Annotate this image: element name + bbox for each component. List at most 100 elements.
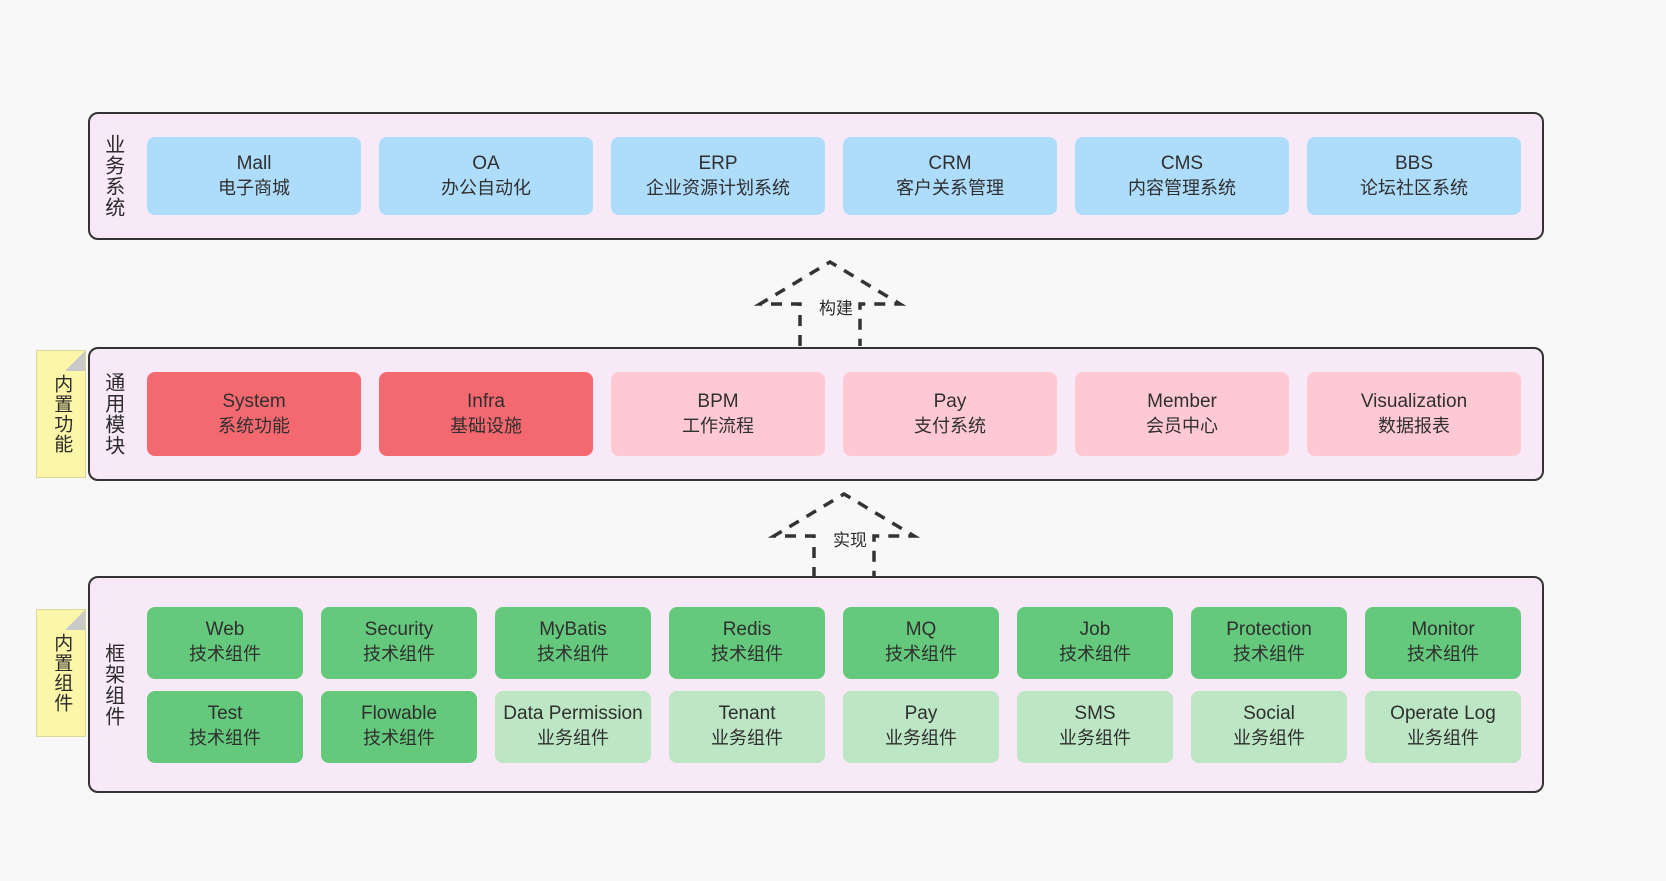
card-desc: 技术组件: [885, 644, 957, 665]
card-name: BBS: [1394, 152, 1434, 174]
card-name: Pay: [904, 703, 938, 725]
module-card-pay[interactable]: Pay 支付系统: [843, 372, 1057, 456]
framework-card-data-permission[interactable]: Data Permission 业务组件: [495, 690, 651, 763]
card-name: Social: [1243, 703, 1295, 725]
card-desc: 技术组件: [363, 728, 435, 749]
layer-business-systems: 业务系统 Mall 电子商城 OA 办公自动化 ERP 企业资源计划系统 CRM…: [88, 112, 1544, 240]
card-desc: 电子商城: [218, 177, 290, 198]
module-card-list: System 系统功能 Infra 基础设施 BPM 工作流程 Pay 支付系统…: [134, 349, 1542, 479]
module-card-bpm[interactable]: BPM 工作流程: [611, 372, 825, 456]
business-card-crm[interactable]: CRM 客户关系管理: [843, 137, 1057, 215]
business-card-erp[interactable]: ERP 企业资源计划系统: [611, 137, 825, 215]
card-desc: 工作流程: [682, 415, 754, 436]
card-name: ERP: [698, 152, 738, 174]
card-desc: 技术组件: [537, 644, 609, 665]
build-arrow-icon: [753, 259, 907, 346]
sticky-note-label: 内置功能: [51, 374, 73, 454]
framework-card-security[interactable]: Security 技术组件: [321, 606, 477, 679]
framework-card-monitor[interactable]: Monitor 技术组件: [1365, 606, 1521, 679]
framework-card-pay[interactable]: Pay 业务组件: [843, 690, 999, 763]
card-desc: 技术组件: [1407, 644, 1479, 665]
framework-card-sms[interactable]: SMS 业务组件: [1017, 690, 1173, 763]
card-desc: 企业资源计划系统: [646, 177, 790, 198]
framework-card-mybatis[interactable]: MyBatis 技术组件: [495, 606, 651, 679]
card-desc: 会员中心: [1146, 415, 1218, 436]
card-name: SMS: [1074, 703, 1116, 725]
card-desc: 技术组件: [1233, 644, 1305, 665]
business-card-bbs[interactable]: BBS 论坛社区系统: [1307, 137, 1521, 215]
card-name: BPM: [697, 390, 739, 412]
card-name: Infra: [466, 390, 506, 412]
framework-card-job[interactable]: Job 技术组件: [1017, 606, 1173, 679]
framework-card-flowable[interactable]: Flowable 技术组件: [321, 690, 477, 763]
card-desc: 论坛社区系统: [1360, 177, 1468, 198]
framework-card-redis[interactable]: Redis 技术组件: [669, 606, 825, 679]
module-card-member[interactable]: Member 会员中心: [1075, 372, 1289, 456]
layer-framework-components: 框架组件 Web 技术组件 Security 技术组件 MyBatis 技术组件…: [88, 576, 1544, 793]
card-name: Web: [205, 619, 245, 641]
framework-card-protection[interactable]: Protection 技术组件: [1191, 606, 1347, 679]
framework-card-mq[interactable]: MQ 技术组件: [843, 606, 999, 679]
card-desc: 数据报表: [1378, 415, 1450, 436]
build-arrow-label: 构建: [816, 294, 856, 319]
card-name: OA: [472, 152, 500, 174]
framework-card-web[interactable]: Web 技术组件: [147, 606, 303, 679]
card-desc: 业务组件: [885, 728, 957, 749]
card-desc: 办公自动化: [441, 177, 531, 198]
card-desc: 业务组件: [1233, 728, 1305, 749]
card-name: Visualization: [1360, 390, 1468, 412]
business-card-cms[interactable]: CMS 内容管理系统: [1075, 137, 1289, 215]
card-name: Job: [1079, 619, 1111, 641]
implement-arrow-icon: [767, 491, 921, 578]
card-desc: 技术组件: [711, 644, 783, 665]
card-desc: 技术组件: [189, 728, 261, 749]
module-card-system[interactable]: System 系统功能: [147, 372, 361, 456]
card-name: Flowable: [360, 703, 438, 725]
implement-arrow-label: 实现: [830, 526, 870, 551]
card-desc: 基础设施: [450, 415, 522, 436]
card-name: Security: [364, 619, 434, 641]
layer-title-modules: 通用模块: [101, 372, 124, 456]
card-desc: 客户关系管理: [896, 177, 1004, 198]
business-card-mall[interactable]: Mall 电子商城: [147, 137, 361, 215]
card-name: Test: [207, 703, 243, 725]
card-desc: 业务组件: [1059, 728, 1131, 749]
module-card-infra[interactable]: Infra 基础设施: [379, 372, 593, 456]
framework-row-business: Test 技术组件 Flowable 技术组件 Data Permission …: [138, 690, 1530, 763]
framework-card-test[interactable]: Test 技术组件: [147, 690, 303, 763]
card-name: Monitor: [1411, 619, 1475, 641]
card-name: Pay: [933, 390, 967, 412]
layer-title-business: 业务系统: [101, 134, 124, 218]
framework-card-social[interactable]: Social 业务组件: [1191, 690, 1347, 763]
card-name: Mall: [236, 152, 272, 174]
card-name: Member: [1147, 390, 1217, 412]
card-desc: 业务组件: [1407, 728, 1479, 749]
framework-card-grid: Web 技术组件 Security 技术组件 MyBatis 技术组件 Redi…: [134, 578, 1542, 791]
module-card-visualization[interactable]: Visualization 数据报表: [1307, 372, 1521, 456]
card-name: CRM: [928, 152, 972, 174]
card-desc: 技术组件: [363, 644, 435, 665]
card-name: Tenant: [718, 703, 776, 725]
card-name: Protection: [1226, 619, 1312, 641]
layer-general-modules: 通用模块 System 系统功能 Infra 基础设施 BPM 工作流程 Pay…: [88, 347, 1544, 481]
card-desc: 系统功能: [218, 415, 290, 436]
sticky-note-builtin-components: 内置组件: [36, 609, 86, 737]
business-card-oa[interactable]: OA 办公自动化: [379, 137, 593, 215]
card-name: Operate Log: [1390, 703, 1496, 725]
card-name: Redis: [722, 619, 772, 641]
sticky-note-builtin-functions: 内置功能: [36, 350, 86, 478]
business-card-list: Mall 电子商城 OA 办公自动化 ERP 企业资源计划系统 CRM 客户关系…: [134, 114, 1542, 238]
card-desc: 技术组件: [1059, 644, 1131, 665]
framework-row-tech: Web 技术组件 Security 技术组件 MyBatis 技术组件 Redi…: [138, 606, 1530, 679]
layer-title-framework: 框架组件: [101, 642, 124, 727]
implement-arrow: 实现: [766, 490, 922, 578]
card-desc: 业务组件: [537, 728, 609, 749]
framework-card-operate-log[interactable]: Operate Log 业务组件: [1365, 690, 1521, 763]
card-desc: 内容管理系统: [1128, 177, 1236, 198]
card-name: CMS: [1160, 152, 1204, 174]
sticky-note-label: 内置组件: [51, 633, 73, 713]
card-name: MyBatis: [539, 619, 607, 641]
framework-card-tenant[interactable]: Tenant 业务组件: [669, 690, 825, 763]
card-name: MQ: [905, 619, 937, 641]
